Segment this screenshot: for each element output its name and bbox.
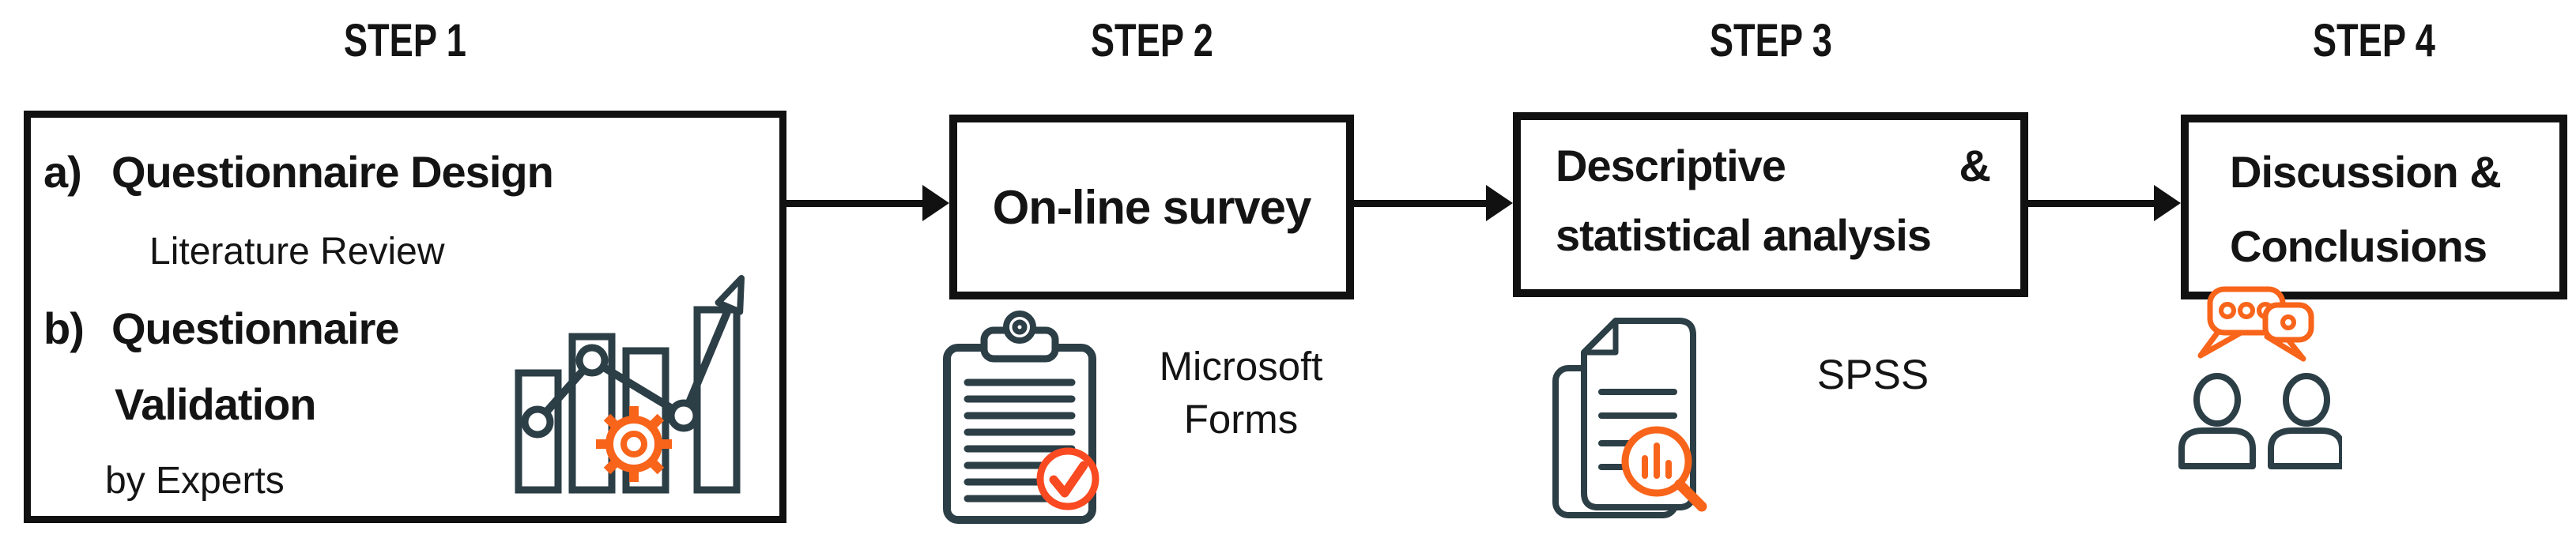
gear-icon [596, 406, 672, 482]
step4-title: STEP 4 [2181, 13, 2567, 70]
step4-box-line2: Conclusions [2230, 221, 2487, 271]
document-report-magnifier-icon [1540, 314, 1714, 525]
person-icon [2178, 373, 2256, 469]
step1-validation: Validation [115, 379, 316, 429]
step3-box-line1-right: & [1959, 141, 1991, 190]
step2-caption-line2: Forms [1183, 397, 1299, 442]
check-icon [1036, 447, 1099, 510]
people-discussion-icon [2172, 286, 2345, 480]
step4-box-line1: Discussion & [2230, 147, 2502, 197]
step1-item-a-text: Questionnaire Design [111, 147, 554, 197]
step2-caption: Microsoft Forms [1111, 340, 1371, 446]
clipboard-checklist-icon [939, 307, 1101, 530]
step3-box-line1: Descriptive & [1556, 131, 1991, 201]
step1-by-experts: by Experts [105, 460, 285, 502]
step3-title-text: STEP 3 [1709, 15, 1832, 66]
step1-title: STEP 1 [24, 13, 786, 70]
arrow-shaft [1354, 200, 1489, 207]
flow-arrow-3 [2028, 185, 2181, 221]
step4-box: Discussion & Conclusions [2181, 115, 2567, 299]
step1-literature-review: Literature Review [149, 231, 445, 273]
step3-title: STEP 3 [1513, 13, 2028, 70]
step2-box-label: On-line survey [992, 180, 1312, 234]
person-icon [2268, 373, 2345, 469]
arrow-shaft [786, 200, 926, 207]
arrow-head [922, 185, 949, 221]
bar-chart-growth-gear-icon [514, 237, 755, 516]
step2-title-text: STEP 2 [1090, 15, 1213, 66]
step3-caption: SPSS [1816, 352, 1929, 398]
step3-box: Descriptive & statistical analysis [1513, 112, 2028, 297]
arrow-head [1486, 185, 1513, 221]
arrow-head [2154, 185, 2181, 221]
step1-item-b-label: b) [43, 303, 85, 353]
arrow-shaft [2028, 200, 2157, 207]
flow-arrow-2 [1354, 185, 1513, 221]
step4-title-text: STEP 4 [2312, 15, 2436, 66]
speech-bubbles-icon [2197, 286, 2314, 362]
step2-caption-line1: Microsoft [1159, 344, 1323, 389]
step1-box: a) Questionnaire Design Literature Revie… [24, 111, 786, 523]
step2-box: On-line survey [949, 115, 1354, 299]
step1-title-text: STEP 1 [343, 15, 467, 66]
step3-box-line2: statistical analysis [1556, 210, 1932, 260]
flow-arrow-1 [786, 185, 949, 221]
step1-item-a-label: a) [43, 147, 82, 197]
step3-box-line1-left: Descriptive [1556, 141, 1786, 190]
step2-title: STEP 2 [949, 13, 1354, 70]
magnifier-icon [1621, 426, 1707, 512]
step1-item-b-text: Questionnaire [111, 303, 400, 353]
